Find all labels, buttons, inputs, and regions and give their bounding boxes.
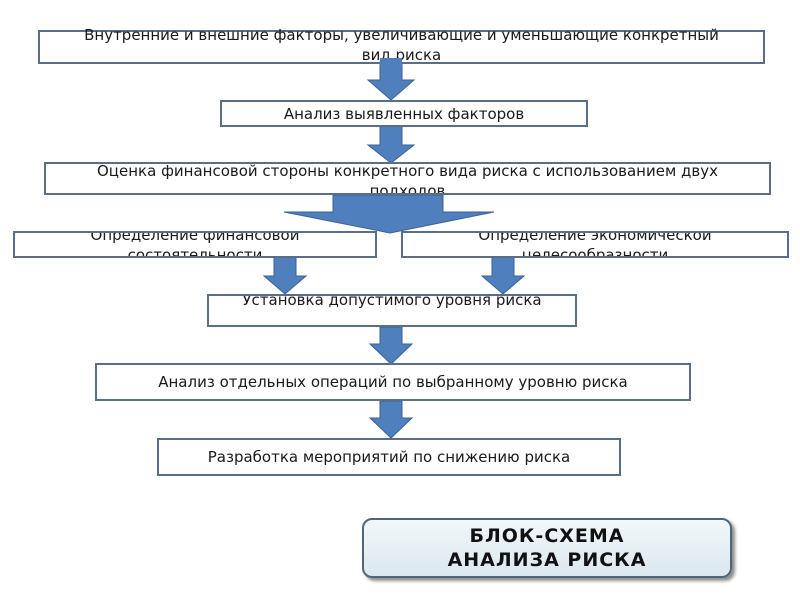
down-arrow-icon — [262, 256, 308, 295]
step-4a-text: Определение финансовой состоятельности — [90, 231, 300, 258]
step-4a-box: Определение финансовой состоятельности — [13, 231, 377, 258]
step-2-text: Анализ выявленных факторов — [283, 104, 525, 123]
step-1-box: Внутренние и внешние факторы, увеличиваю… — [38, 26, 765, 64]
step-6-text: Анализ отдельных операций по выбранному … — [158, 373, 628, 391]
step-2-box: Анализ выявленных факторов — [220, 100, 588, 127]
diagram-title-box: БЛОК-СХЕМА АНАЛИЗА РИСКА — [362, 518, 732, 578]
step-7-box: Разработка мероприятий по снижению риска — [157, 438, 621, 476]
down-arrow-icon — [480, 256, 526, 295]
step-3-text: Оценка финансовой стороны конкретного ви… — [97, 162, 718, 195]
step-5-text: Установка допустимого уровня риска — [242, 294, 542, 309]
step-3-box: Оценка финансовой стороны конкретного ви… — [44, 162, 771, 195]
down-arrow-icon — [368, 326, 414, 365]
down-arrow-icon — [368, 400, 414, 439]
diagram-title: БЛОК-СХЕМА АНАЛИЗА РИСКА — [447, 525, 647, 571]
down-arrow-icon — [366, 125, 416, 164]
step-4b-box: Определение экономической целесообразнос… — [401, 231, 789, 258]
step-7-text: Разработка мероприятий по снижению риска — [207, 448, 571, 466]
step-6-box: Анализ отдельных операций по выбранному … — [95, 363, 691, 401]
split-arrow-icon — [283, 194, 495, 234]
step-4b-text: Определение экономической целесообразнос… — [478, 231, 712, 258]
step-5-box: Установка допустимого уровня риска — [207, 294, 577, 327]
arrow-overlay — [380, 58, 402, 66]
